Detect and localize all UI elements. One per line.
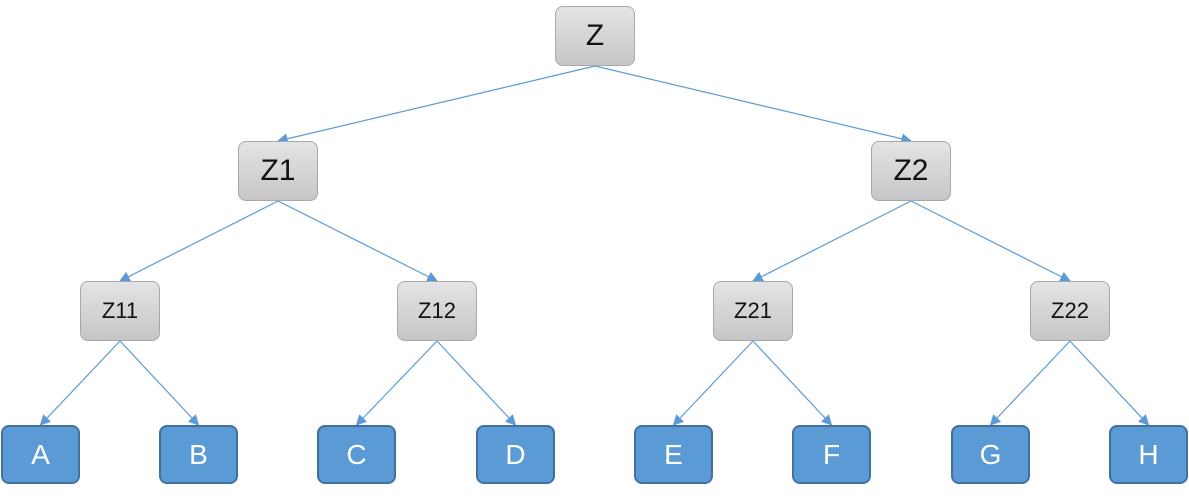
leaf-node-e: E [634,425,713,484]
edge-z-z1 [276,65,596,145]
edge-z21-e [672,340,754,426]
leaf-node-h: H [1109,425,1188,484]
edge-z22-g [989,340,1071,426]
node-z1: Z1 [238,141,318,201]
edge-z1-z11 [119,200,279,282]
edge-z12-d [436,340,517,426]
edge-z22-h [1069,340,1150,426]
edge-z11-b [119,340,200,426]
node-z2: Z2 [871,141,951,201]
node-z22: Z22 [1030,281,1110,341]
edge-z2-z22 [910,200,1071,282]
edge-z11-a [39,340,121,426]
node-z21: Z21 [713,281,793,341]
leaf-node-c: C [317,425,396,484]
leaf-node-b: B [159,425,238,484]
node-z11: Z11 [80,281,160,341]
leaf-node-a: A [1,425,80,484]
edge-z12-c [355,340,438,426]
node-z: Z [555,6,635,66]
leaf-node-g: G [951,425,1030,484]
leaf-node-f: F [792,425,871,484]
edge-z-z2 [594,65,913,145]
edge-z2-z21 [752,200,912,282]
edge-z21-f [752,340,833,426]
node-z12: Z12 [397,281,477,341]
leaf-node-d: D [476,425,555,484]
edge-z1-z12 [277,200,438,282]
